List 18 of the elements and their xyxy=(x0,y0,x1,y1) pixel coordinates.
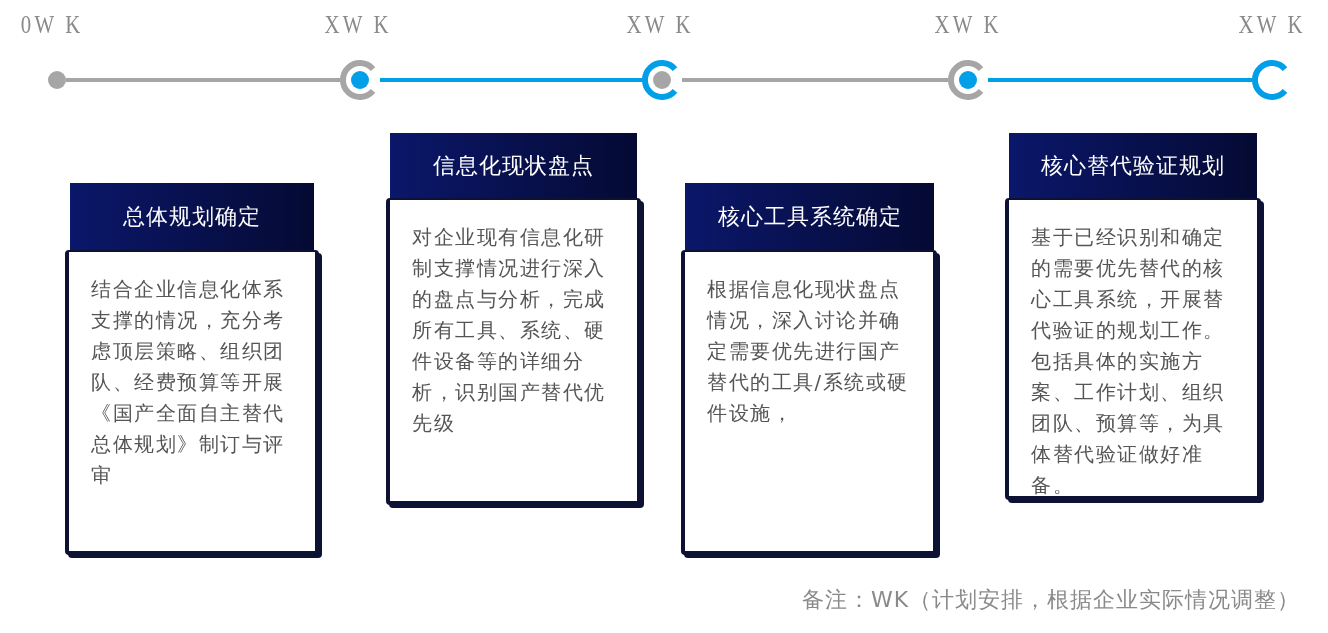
card-title: 核心替代验证规划 xyxy=(1009,133,1257,198)
description-text: 对企业现有信息化研制支撑情况进行深入的盘点与分析，完成所有工具、系统、硬件设备等的详细分析，识别国产替代优先级 xyxy=(412,225,607,437)
timeline-line xyxy=(988,78,1252,82)
card-title: 信息化现状盘点 xyxy=(390,133,637,198)
description-text: 根据信息化现状盘点情况，深入讨论并确定需要优先进行国产替代的工具/系统或硬件设施， xyxy=(707,277,910,427)
timeline-line xyxy=(66,78,340,82)
timeline-line xyxy=(682,78,948,82)
time-label: XW K xyxy=(324,10,392,40)
footnote: 备注：WK（计划安排，根据企业实际情况调整） xyxy=(802,586,1301,614)
time-label: 0W K xyxy=(20,10,84,40)
card-title: 核心工具系统确定 xyxy=(685,183,934,250)
time-label: XW K xyxy=(934,10,1002,40)
card-title: 总体规划确定 xyxy=(70,183,314,250)
timeline-line xyxy=(380,78,642,82)
time-label: XW K xyxy=(626,10,694,40)
description-text: 基于已经识别和确定的需要优先替代的核心工具系统，开展替代验证的规划工作。包括具体的实施方案、工作计划、组织团队、预算等，为具体替代验证做好准备。 xyxy=(1031,225,1226,499)
time-label: XW K xyxy=(1238,10,1306,40)
description-text: 结合企业信息化体系支撑的情况，充分考虑顶层策略、组织团队、经费预算等开展《国产全面自主替代总体规划》制订与评审 xyxy=(91,277,286,489)
